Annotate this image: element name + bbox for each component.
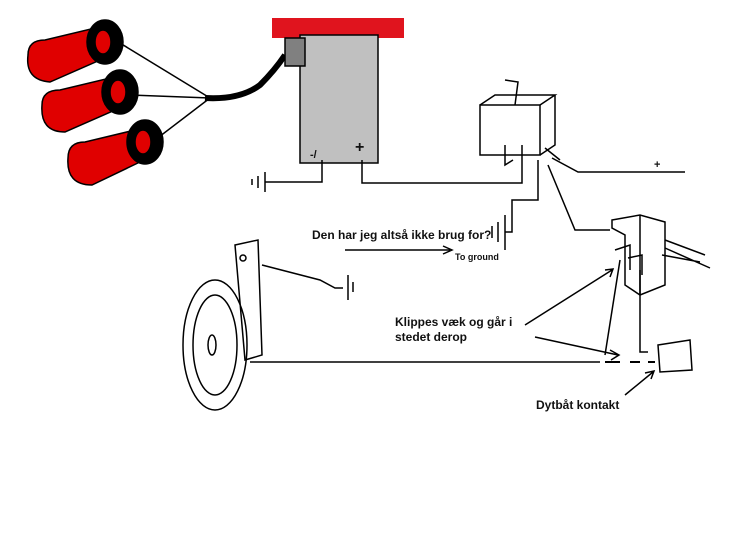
cut-note-line-1: Klippes væk og går i (395, 315, 513, 329)
question-note: Den har jeg altså ikke brug for? (312, 228, 492, 242)
ground-symbol-battery (251, 160, 323, 192)
air-horn-2 (41, 69, 139, 133)
ground-symbol-relay (491, 210, 513, 250)
contact-label: Dytbåt kontakt (536, 398, 620, 412)
relay-2 (604, 214, 711, 356)
electric-horn (182, 239, 693, 411)
positive-wire (361, 160, 523, 184)
annotation-arrows (345, 245, 656, 396)
battery-plus-label: + (355, 139, 365, 156)
battery-minus-label: -/ (310, 149, 317, 161)
air-horn-3 (67, 119, 164, 186)
horn-wires (114, 39, 288, 141)
battery (272, 18, 404, 164)
to-ground-label: To ground (455, 252, 499, 262)
relay-1 (479, 79, 685, 231)
supply-plus-label: + (654, 159, 661, 171)
cut-note-line-2: stedet derop (395, 330, 468, 344)
air-horn-1 (26, 19, 124, 83)
